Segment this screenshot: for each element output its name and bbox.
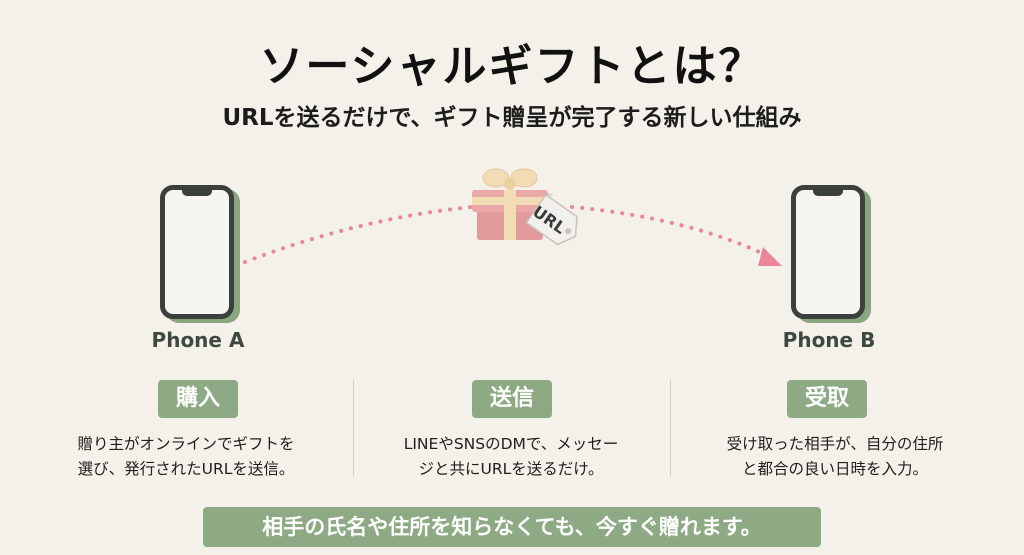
step-description-purchase: 贈り主がオンラインでギフトを 選び、発行されたURLを送信。 bbox=[36, 432, 336, 482]
step-badge-send: 送信 bbox=[472, 380, 552, 418]
step-description-line: 選び、発行されたURLを送信。 bbox=[77, 460, 295, 478]
step-description-line: 受け取った相手が、自分の住所 bbox=[726, 435, 944, 453]
step-badge-receive: 受取 bbox=[787, 380, 867, 418]
step-description-send: LINEやSNSのDMで、メッセー ジと共にURLを送るだけ。 bbox=[361, 432, 661, 482]
summary-banner: 相手の氏名や住所を知らなくても、今すぐ贈れます。 bbox=[203, 507, 821, 547]
page-title: ソーシャルギフトとは？ bbox=[259, 41, 765, 92]
step-divider bbox=[670, 380, 671, 476]
step-description-line: ジと共にURLを送るだけ。 bbox=[418, 460, 604, 478]
url-tag-text: URL bbox=[529, 202, 569, 238]
arrowhead-icon bbox=[758, 247, 782, 266]
gift-box-icon bbox=[472, 168, 553, 240]
arrow-a-to-gift bbox=[243, 205, 474, 264]
phone-b-label: Phone B bbox=[782, 328, 876, 352]
phone-b-icon bbox=[791, 185, 865, 319]
phone-a-label: Phone A bbox=[151, 328, 245, 352]
page-subtitle: URLを送るだけで、ギフト贈呈が完了する新しい仕組み bbox=[222, 105, 802, 131]
url-tag-icon: URL bbox=[525, 193, 578, 246]
step-description-line: と都合の良い日時を入力。 bbox=[741, 460, 928, 478]
phone-a-notch bbox=[182, 190, 212, 196]
step-description-receive: 受け取った相手が、自分の住所 と都合の良い日時を入力。 bbox=[685, 432, 985, 482]
arrow-gift-to-b bbox=[570, 205, 772, 259]
phone-a-icon bbox=[160, 185, 234, 319]
step-description-line: LINEやSNSのDMで、メッセー bbox=[403, 435, 619, 453]
step-description-line: 贈り主がオンラインでギフトを bbox=[77, 435, 295, 453]
step-badge-purchase: 購入 bbox=[158, 380, 238, 418]
step-divider bbox=[353, 380, 354, 476]
phone-b-notch bbox=[813, 190, 843, 196]
